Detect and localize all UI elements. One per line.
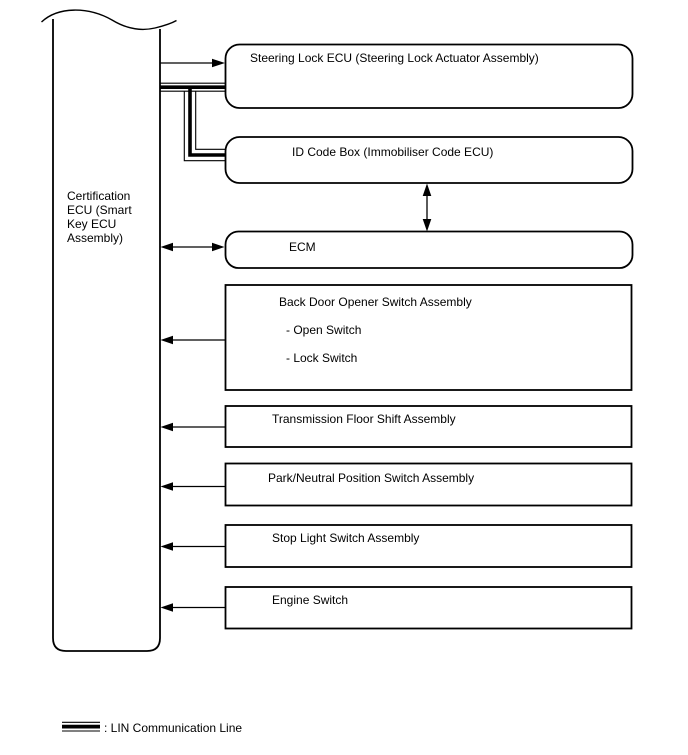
arrow-stop-light-to-ecu: [160, 542, 225, 551]
park-neutral-position-switch-label: Park/Neutral Position Switch Assembly: [268, 471, 475, 485]
id-code-box-label: ID Code Box (Immobiliser Code ECU): [292, 145, 494, 159]
back-door-opener-switch-box: [224, 284, 633, 391]
back-door-opener-switch-label: Back Door Opener Switch Assembly: [279, 295, 472, 309]
certification-ecu-label-line: ECU (Smart: [67, 203, 132, 217]
certification-ecu-label-line: Assembly): [67, 231, 124, 245]
lin-line-symbol: [62, 721, 100, 732]
lin-line-to-steering-lock: [160, 82, 225, 92]
ecm-box: [224, 230, 634, 269]
break-line-wavy-top: [41, 9, 177, 31]
certification-ecu-label-line: Certification: [67, 189, 131, 203]
back-door-open-switch-sublabel: - Open Switch: [286, 323, 362, 337]
arrow-ecu-ecm-bidirectional: [160, 242, 225, 252]
lin-line-to-id-code-box: [183, 89, 225, 162]
engine-switch-box: [224, 586, 633, 630]
arrow-park-neutral-to-ecu: [160, 482, 225, 491]
steering-lock-ecu-label: Steering Lock ECU (Steering Lock Actuato…: [250, 51, 539, 65]
stop-light-switch-label: Stop Light Switch Assembly: [272, 531, 420, 545]
certification-ecu-label-line: Key ECU: [67, 217, 117, 231]
legend-lin-communication-line-label: : LIN Communication Line: [104, 721, 243, 735]
arrow-engine-switch-to-ecu: [160, 603, 225, 612]
transmission-floor-shift-label: Transmission Floor Shift Assembly: [272, 412, 456, 426]
transmission-floor-shift-box: [224, 405, 633, 448]
arrow-ecu-to-steering-lock: [160, 58, 225, 68]
park-neutral-position-switch-box: [224, 462, 633, 507]
arrow-transmission-floor-shift-to-ecu: [160, 422, 225, 432]
engine-switch-label: Engine Switch: [272, 593, 349, 607]
certification-ecu-outline: [52, 19, 161, 652]
id-code-box-box: [224, 136, 634, 184]
certification-ecu-label: Certification ECU (Smart Key ECU Assembl…: [67, 189, 159, 245]
ecm-label: ECM: [289, 240, 316, 254]
back-door-lock-switch-sublabel: - Lock Switch: [286, 351, 358, 365]
steering-lock-ecu-box: [224, 43, 634, 109]
arrow-id-code-box-ecm-bidirectional: [422, 183, 432, 232]
stop-light-switch-box: [224, 524, 633, 568]
arrow-back-door-opener-to-ecu: [160, 335, 225, 345]
